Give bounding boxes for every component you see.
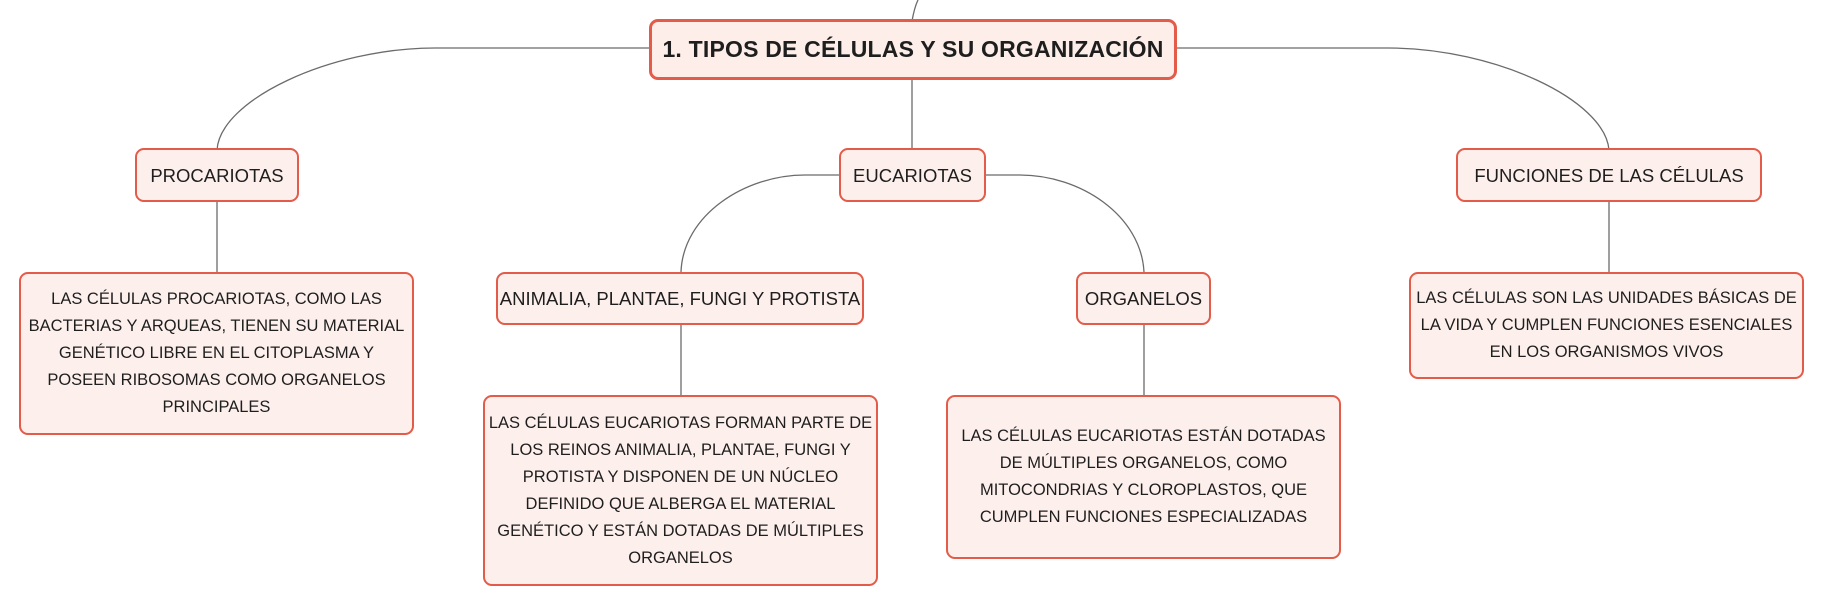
connector-root-to-funciones <box>1177 47 1610 151</box>
description-line: DE MÚLTIPLES ORGANELOS, COMO <box>999 454 1288 472</box>
reinos-node[interactable]: ANIMALIA, PLANTAE, FUNGI Y PROTISTA <box>496 272 864 325</box>
description-line: PRINCIPALES <box>162 398 271 416</box>
procariotas-description-node[interactable]: LAS CÉLULAS PROCARIOTAS, COMO LAS BACTER… <box>19 272 414 435</box>
description-line: LAS CÉLULAS PROCARIOTAS, COMO LAS <box>51 290 382 308</box>
root-node[interactable]: 1. TIPOS DE CÉLULAS Y SU ORGANIZACIÓN <box>649 19 1177 80</box>
procariotas-node[interactable]: PROCARIOTAS <box>135 148 299 202</box>
eucariotas-node-text: EUCARIOTAS <box>853 164 972 186</box>
eucariotas-node[interactable]: EUCARIOTAS <box>839 148 986 202</box>
reinos-description-node[interactable]: LAS CÉLULAS EUCARIOTAS FORMAN PARTE DE L… <box>483 395 878 586</box>
organelos-description-node[interactable]: LAS CÉLULAS EUCARIOTAS ESTÁN DOTADAS DE … <box>946 395 1341 559</box>
description-line: LA VIDA Y CUMPLEN FUNCIONES ESENCIALES <box>1420 316 1793 334</box>
description-line: EN LOS ORGANISMOS VIVOS <box>1489 343 1724 361</box>
description-line: LAS CÉLULAS SON LAS UNIDADES BÁSICAS DE <box>1416 289 1797 307</box>
description-line: CUMPLEN FUNCIONES ESPECIALIZADAS <box>979 508 1308 526</box>
root-node-text: 1. TIPOS DE CÉLULAS Y SU ORGANIZACIÓN <box>662 36 1164 62</box>
description-line: LAS CÉLULAS EUCARIOTAS ESTÁN DOTADAS <box>961 427 1326 445</box>
description-line: ORGANELOS <box>628 548 733 567</box>
connector-root-parent-stub <box>911 0 919 22</box>
reinos-node-text: ANIMALIA, PLANTAE, FUNGI Y PROTISTA <box>499 288 861 309</box>
organelos-node-text: ORGANELOS <box>1084 288 1203 309</box>
description-line: MITOCONDRIAS Y CLOROPLASTOS, QUE <box>979 481 1307 499</box>
description-line: LOS REINOS ANIMALIA, PLANTAE, FUNGI Y <box>510 440 851 459</box>
description-line: BACTERIAS Y ARQUEAS, TIENEN SU MATERIAL <box>28 317 405 335</box>
procariotas-node-text: PROCARIOTAS <box>150 164 284 186</box>
description-line: LAS CÉLULAS EUCARIOTAS FORMAN PARTE DE <box>488 413 873 432</box>
description-line: PROTISTA Y DISPONEN DE UN NÚCLEO <box>522 467 839 486</box>
description-line: GENÉTICO Y ESTÁN DOTADAS DE MÚLTIPLES <box>497 521 864 540</box>
description-line: DEFINIDO QUE ALBERGA EL MATERIAL <box>525 494 836 513</box>
funciones-node-text: FUNCIONES DE LAS CÉLULAS <box>1474 164 1744 186</box>
connector-eucariotas-to-reinos <box>680 174 839 273</box>
description-line: POSEEN RIBOSOMAS COMO ORGANELOS <box>47 371 386 389</box>
organelos-node[interactable]: ORGANELOS <box>1076 272 1211 325</box>
connector-root-to-procariotas <box>216 47 652 151</box>
connector-eucariotas-to-organelos <box>986 174 1145 273</box>
funciones-node[interactable]: FUNCIONES DE LAS CÉLULAS <box>1456 148 1762 202</box>
description-line: GENÉTICO LIBRE EN EL CITOPLASMA Y <box>58 344 375 362</box>
funciones-description-node[interactable]: LAS CÉLULAS SON LAS UNIDADES BÁSICAS DE … <box>1409 272 1804 379</box>
